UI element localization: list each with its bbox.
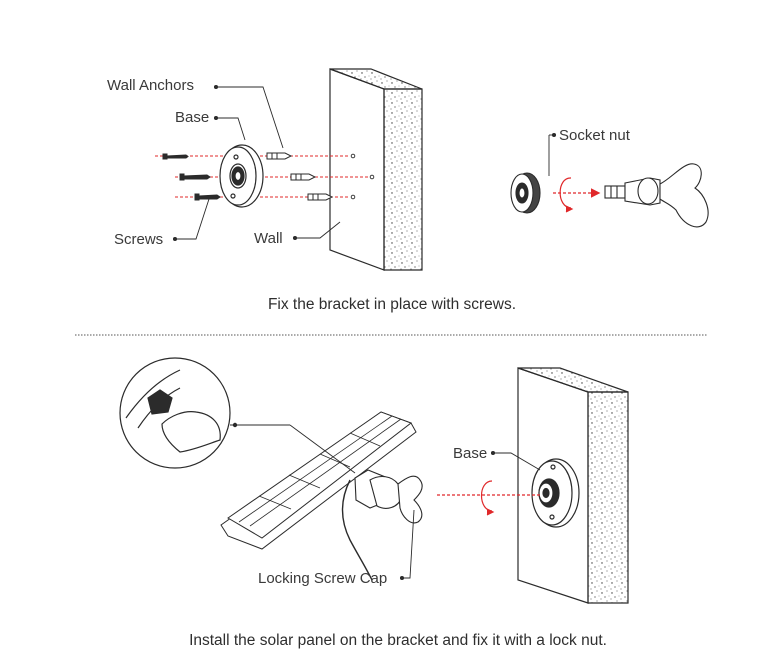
wall-block-icon (329, 68, 423, 271)
label-base-top: Base (175, 109, 210, 126)
label-wall-anchors: Wall Anchors (107, 77, 194, 94)
bracket-icon (354, 469, 423, 524)
cable-line (341, 479, 373, 581)
caption-step2: Install the solar panel on the bracket a… (189, 632, 607, 649)
solar-panel-icon (220, 411, 417, 550)
label-base-bottom: Base (453, 445, 488, 462)
magnifier-detail-icon (119, 357, 356, 474)
label-screws: Screws (114, 231, 164, 248)
label-locking-screw-cap: Locking Screw Cap (258, 570, 388, 587)
base-icon (219, 144, 264, 208)
socket-nut-icon (510, 172, 541, 214)
rotate-arrow-icon (553, 177, 601, 213)
label-wall: Wall (254, 230, 283, 247)
wall-anchor-icon (266, 152, 334, 201)
label-socket-nut: Socket nut (559, 127, 630, 144)
base-icon (531, 458, 580, 528)
bracket-icon (604, 163, 709, 228)
caption-step1: Fix the bracket in place with screws. (267, 296, 517, 313)
rotate-arrow-icon (437, 480, 540, 516)
screw-icon (162, 153, 221, 201)
